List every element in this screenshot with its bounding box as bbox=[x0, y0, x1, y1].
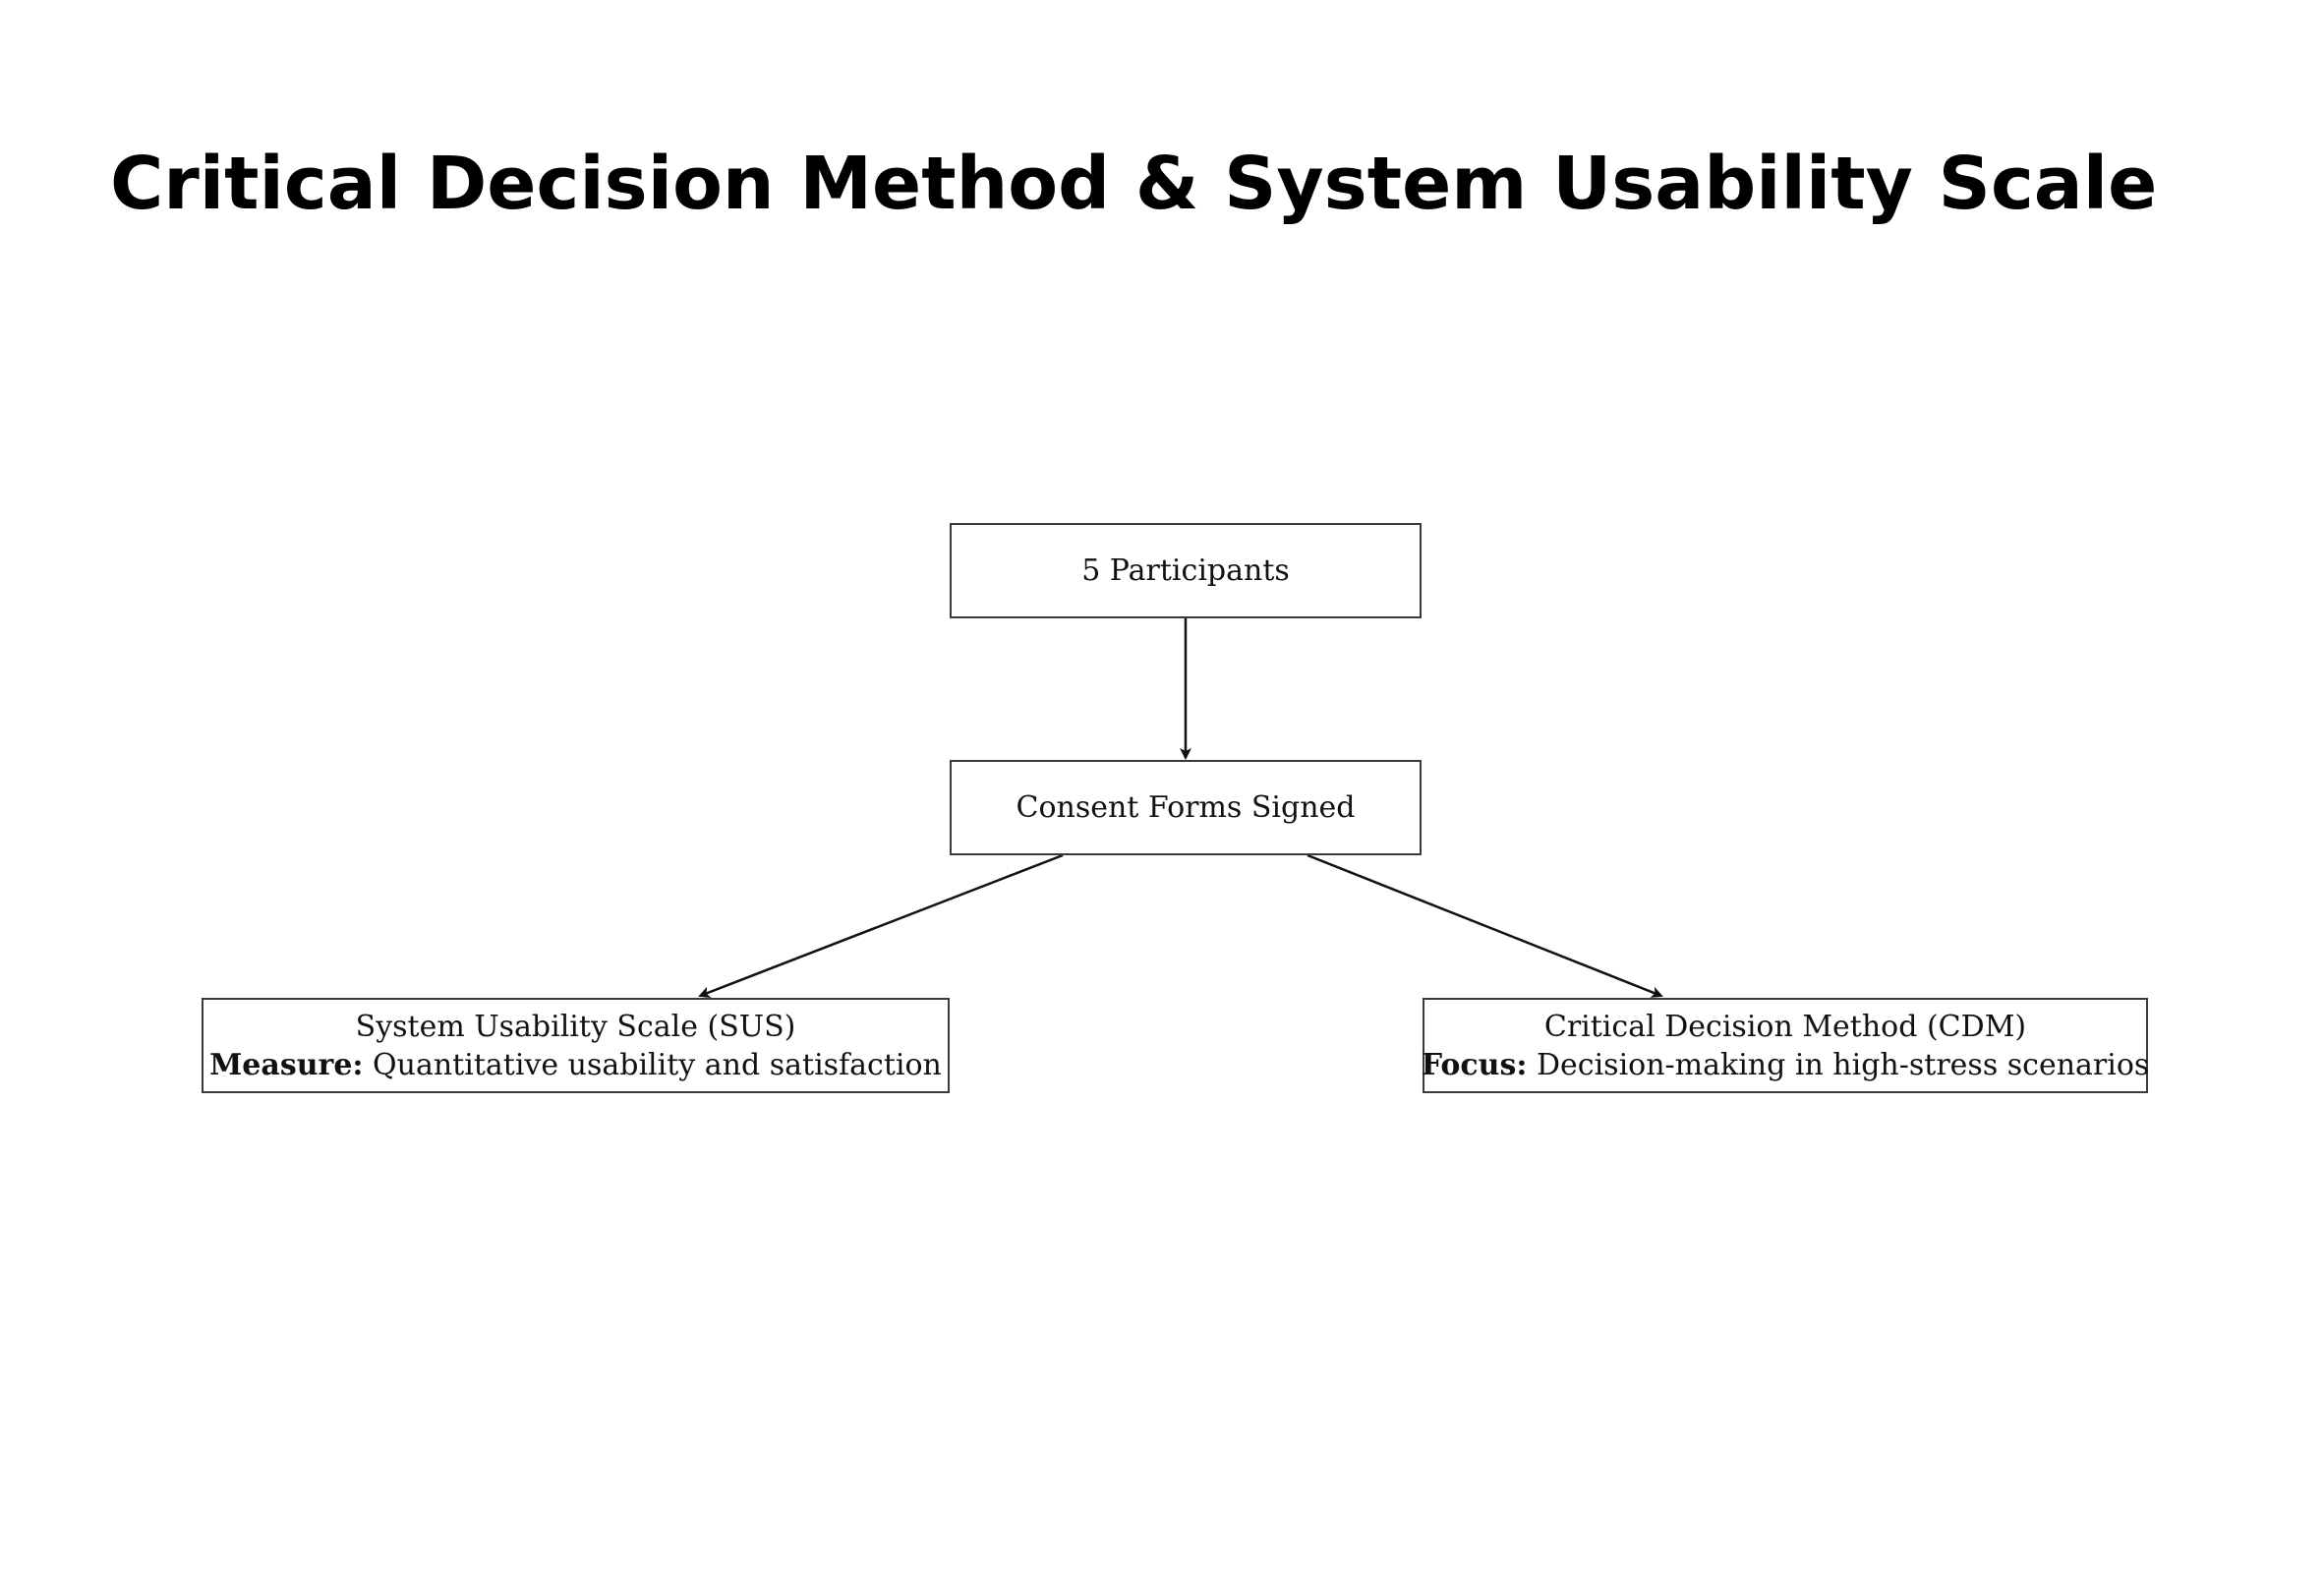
consent-forms-node: Consent Forms Signed bbox=[950, 760, 1422, 855]
sus-detail: Measure: Quantitative usability and sati… bbox=[209, 1046, 942, 1084]
sus-title: System Usability Scale (SUS) bbox=[355, 1009, 796, 1044]
arrow-consent-to-cdm bbox=[1307, 853, 1663, 998]
cdm-title: Critical Decision Method (CDM) bbox=[1543, 1009, 2027, 1044]
cdm-detail: Focus: Decision-making in high-stress sc… bbox=[1422, 1046, 2150, 1084]
sus-detail-label: Measure: bbox=[209, 1047, 364, 1082]
sus-detail-text: Quantitative usability and satisfaction bbox=[373, 1047, 942, 1082]
sus-node: System Usability Scale (SUS) Measure: Qu… bbox=[202, 998, 950, 1093]
cdm-node: Critical Decision Method (CDM) Focus: De… bbox=[1422, 998, 2150, 1093]
participants-label: 5 Participants bbox=[1081, 553, 1290, 588]
cdm-detail-text: Decision-making in high-stress scenarios bbox=[1536, 1047, 2150, 1082]
slide-title: Critical Decision Method & System Usabil… bbox=[110, 142, 2158, 226]
participants-node: 5 Participants bbox=[950, 523, 1422, 618]
consent-forms-label: Consent Forms Signed bbox=[1016, 790, 1356, 825]
arrow-consent-to-sus bbox=[698, 853, 1064, 998]
cdm-detail-label: Focus: bbox=[1421, 1047, 1528, 1082]
